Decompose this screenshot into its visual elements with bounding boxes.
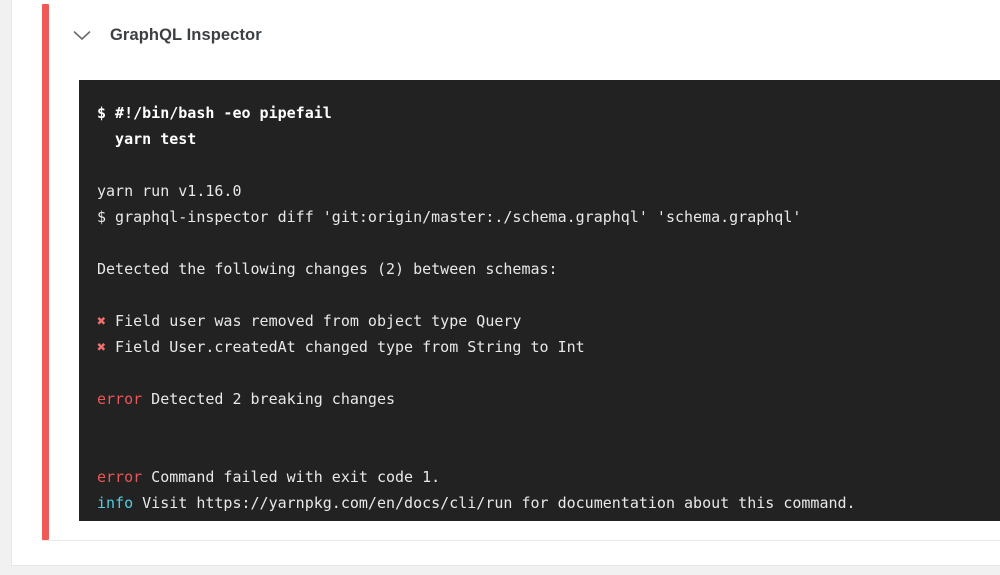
console-lines-container: $ #!/bin/bash -eo pipefail yarn test yar… [97, 100, 994, 521]
console-line-info-visit-docs: info Visit https://yarnpkg.com/en/docs/c… [97, 490, 994, 516]
console-token-fail: ✖ [97, 338, 107, 356]
console-token-error: error [97, 390, 143, 408]
console-line-cmd-yarn-test: yarn test [97, 126, 994, 152]
console-line-change-1: ✖ Field user was removed from object typ… [97, 308, 994, 334]
console-token-fail: ✖ [97, 312, 107, 330]
console-token-error: error [97, 468, 143, 486]
console-line-blank-2 [97, 230, 994, 256]
console-token-text: $ #!/bin/bash -eo pipefail [97, 104, 332, 122]
console-token-info: info [97, 494, 134, 512]
console-token-text: $ graphql-inspector diff 'git:origin/mas… [97, 208, 802, 226]
step-title: GraphQL Inspector [110, 25, 262, 44]
build-step-card: GraphQL Inspector $ #!/bin/bash -eo pipe… [11, 0, 1000, 566]
console-line-error-breaking-changes: error Detected 2 breaking changes [97, 386, 994, 412]
console-line-detected-changes: Detected the following changes (2) betwe… [97, 256, 994, 282]
console-token-text: Exited with code 1 [97, 520, 260, 521]
step-status-accent-bar [42, 4, 49, 540]
console-token-text: Field user was removed from object type … [106, 312, 522, 330]
console-line-blank-6 [97, 438, 994, 464]
console-log-output[interactable]: $ #!/bin/bash -eo pipefail yarn test yar… [79, 80, 1000, 521]
card-footer-space [12, 541, 1000, 565]
console-token-text: Detected the following changes (2) betwe… [97, 260, 558, 278]
console-token-text: Field User.createdAt changed type from S… [106, 338, 585, 356]
console-line-blank-4 [97, 360, 994, 386]
console-token-text: yarn test [97, 130, 197, 148]
console-line-cmd-inspector-diff: $ graphql-inspector diff 'git:origin/mas… [97, 204, 994, 230]
console-line-exited-with-code: Exited with code 1 [97, 516, 994, 521]
console-line-yarn-version: yarn run v1.16.0 [97, 178, 994, 204]
console-line-error-command-failed: error Command failed with exit code 1. [97, 464, 994, 490]
console-line-blank-5 [97, 412, 994, 438]
console-token-text: Visit https://yarnpkg.com/en/docs/cli/ru… [133, 494, 856, 512]
step-divider [42, 540, 1000, 541]
console-token-text: Command failed with exit code 1. [142, 468, 441, 486]
console-line-change-2: ✖ Field User.createdAt changed type from… [97, 334, 994, 360]
console-line-blank-1 [97, 152, 994, 178]
console-token-text: Detected 2 breaking changes [142, 390, 396, 408]
step-header[interactable]: GraphQL Inspector [68, 18, 262, 52]
chevron-down-icon[interactable] [68, 21, 96, 49]
console-line-cmd-shebang: $ #!/bin/bash -eo pipefail [97, 100, 994, 126]
console-token-text: yarn run v1.16.0 [97, 182, 242, 200]
console-line-blank-3 [97, 282, 994, 308]
